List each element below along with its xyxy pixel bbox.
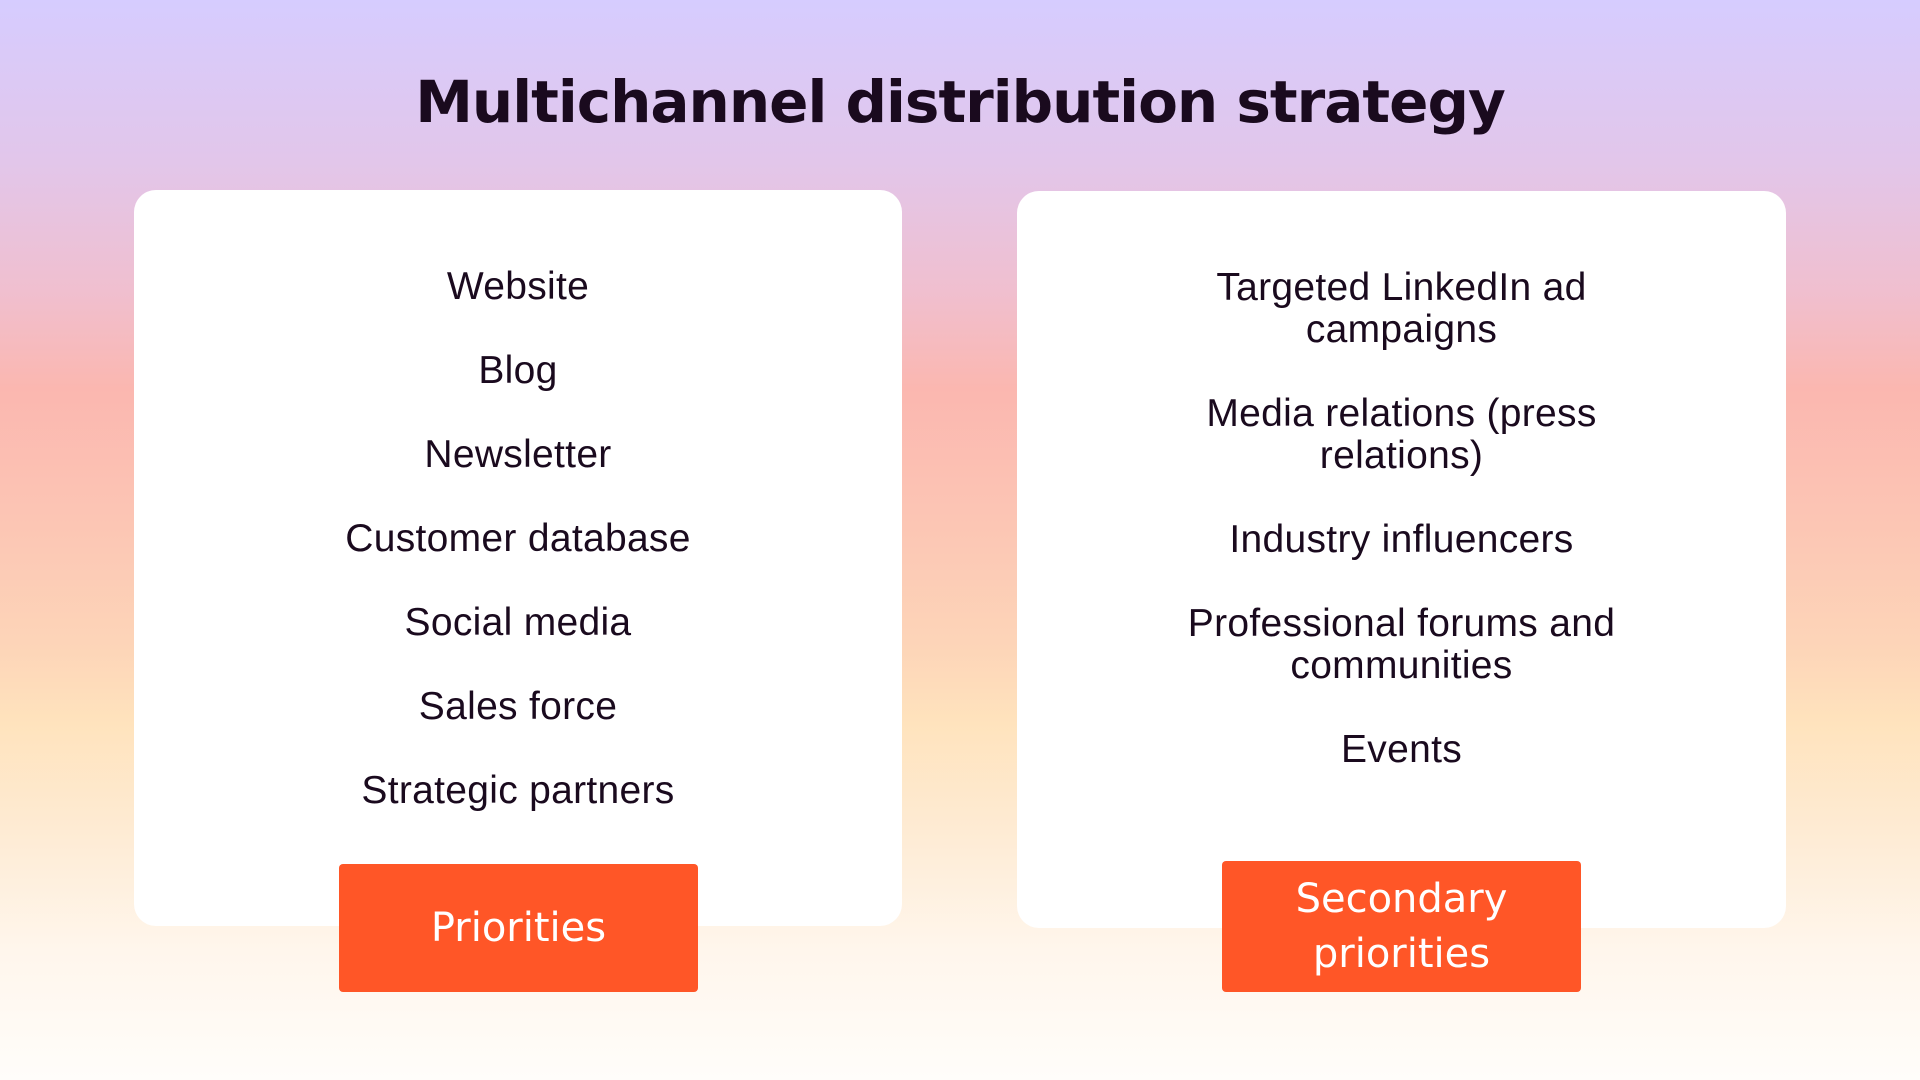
secondary-item-media-relations: Media relations (press relations) <box>1206 392 1597 477</box>
secondary-priorities-card: Targeted LinkedIn ad campaigns Media rel… <box>1017 191 1786 928</box>
secondary-priorities-list: Targeted LinkedIn ad campaigns Media rel… <box>1017 267 1786 813</box>
priorities-button-label: Priorities <box>430 904 607 951</box>
secondary-priorities-button-label: Secondary priorities <box>1295 875 1508 977</box>
secondary-item-professional-forums: Professional forums and communities <box>1187 602 1616 687</box>
priority-item-newsletter: Newsletter <box>424 433 612 476</box>
priority-item-sales-force: Sales force <box>418 685 618 728</box>
priority-item-website: Website <box>446 265 590 308</box>
priority-item-blog: Blog <box>478 349 558 392</box>
secondary-item-industry-influencers: Industry influencers <box>1229 518 1574 561</box>
slide-title: Multichannel distribution strategy <box>415 68 1506 136</box>
secondary-item-linkedin-ads: Targeted LinkedIn ad campaigns <box>1216 266 1587 351</box>
priority-item-social-media: Social media <box>404 601 632 644</box>
secondary-priorities-button[interactable]: Secondary priorities <box>1222 861 1581 992</box>
priorities-card: Website Blog Newsletter Customer databas… <box>134 190 902 926</box>
priority-item-strategic-partners: Strategic partners <box>361 769 675 812</box>
priority-item-customer-database: Customer database <box>345 517 691 560</box>
secondary-item-events: Events <box>1340 728 1463 771</box>
priorities-button[interactable]: Priorities <box>339 864 698 992</box>
priorities-list: Website Blog Newsletter Customer databas… <box>134 266 902 854</box>
